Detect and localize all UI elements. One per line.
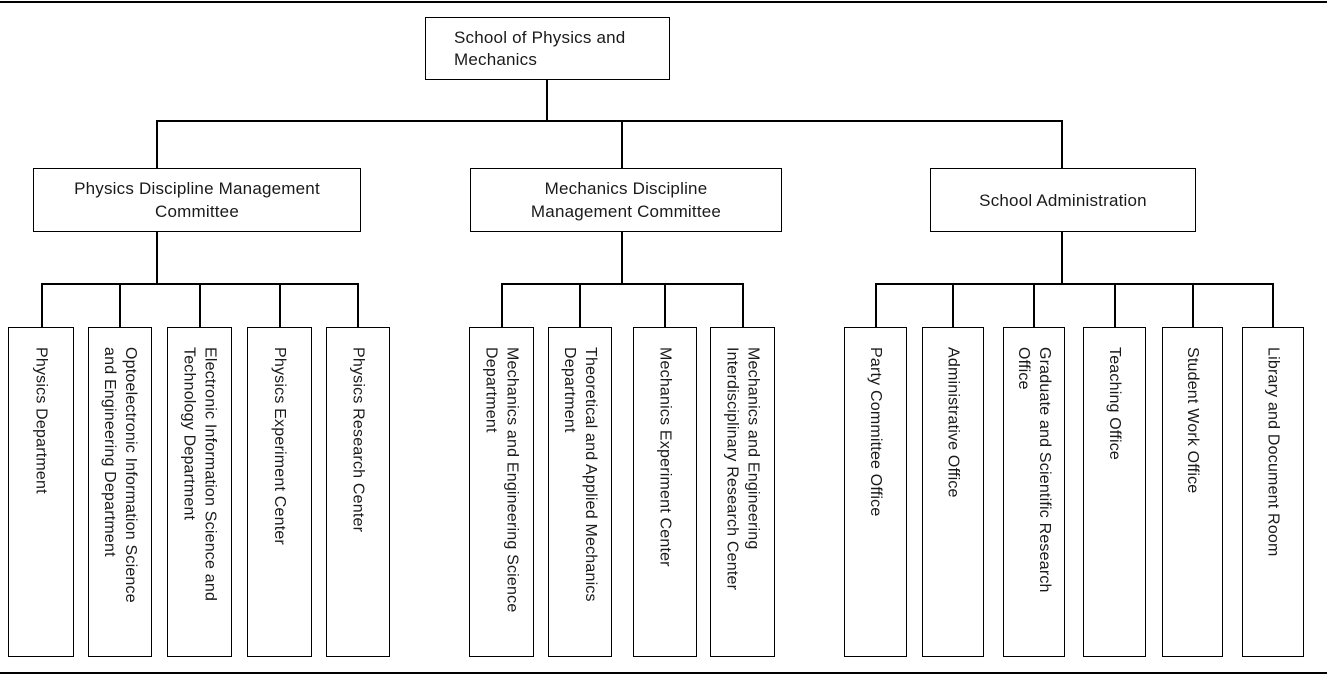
node-label: Physics Department	[32, 347, 50, 494]
page-bottom-rule	[0, 672, 1327, 674]
connector-drop-physics-dept	[41, 283, 43, 327]
node-mech-eng-science-dept: Mechanics and Engineering Science Depart…	[469, 327, 534, 657]
node-graduate-research-office: Graduate and Scientific Research Office	[1003, 327, 1065, 657]
node-root-school: School of Physics and Mechanics	[425, 17, 670, 80]
connector-drop-optoelectronic-dept	[119, 283, 121, 327]
page-top-rule	[0, 1, 1327, 3]
node-theoretical-mechanics-dept: Theoretical and Applied Mechanics Depart…	[548, 327, 612, 657]
connector-root-stem	[546, 80, 548, 121]
node-administrative-office: Administrative Office	[922, 327, 984, 657]
node-label: Mechanics and Engineering Interdisciplin…	[723, 347, 762, 591]
node-label: Teaching Office	[1106, 347, 1123, 460]
connector-physics-stem	[156, 232, 158, 283]
connector-drop-mechanics-experiment-center	[664, 283, 666, 327]
connector-drop-physics-experiment-center	[279, 283, 281, 327]
node-physics-department: Physics Department	[8, 327, 74, 657]
node-physics-committee: Physics Discipline Management Committee	[33, 168, 361, 232]
connector-drop-mechanics-committee	[621, 120, 623, 168]
node-label: Student Work Office	[1184, 347, 1201, 494]
connector-drop-administrative-office	[952, 283, 954, 327]
connector-drop-student-work-office	[1192, 283, 1194, 327]
node-label: School Administration	[979, 190, 1147, 210]
node-label: Physics Experiment Center	[271, 347, 288, 545]
node-label: Physics Discipline Management Committee	[74, 179, 320, 221]
connector-drop-school-administration	[1061, 120, 1063, 168]
node-label: Physics Research Center	[349, 347, 367, 533]
connector-drop-teaching-office	[1114, 283, 1116, 327]
connector-administration-stem	[1061, 232, 1063, 283]
connector-drop-electronic-info-dept	[199, 283, 201, 327]
node-label: Mechanics and Engineering Science Depart…	[482, 347, 521, 613]
node-mechanics-experiment-center: Mechanics Experiment Center	[633, 327, 697, 657]
node-library-document-room: Library and Document Room	[1242, 327, 1304, 657]
node-label: School of Physics and Mechanics	[454, 27, 626, 69]
connector-drop-physics-committee	[156, 120, 158, 168]
node-school-administration: School Administration	[930, 168, 1196, 232]
node-label: Mechanics Discipline Management Committe…	[530, 179, 722, 221]
node-label: Electronic Information Science and Techn…	[180, 347, 219, 602]
node-electronic-info-dept: Electronic Information Science and Techn…	[167, 327, 232, 657]
node-label: Party Committee Office	[867, 347, 884, 517]
connector-drop-graduate-research-office	[1033, 283, 1035, 327]
node-physics-experiment-center: Physics Experiment Center	[247, 327, 312, 657]
node-mechanics-committee: Mechanics Discipline Management Committe…	[470, 168, 782, 232]
node-label: Theoretical and Applied Mechanics Depart…	[561, 347, 599, 602]
connector-mechanics-rail	[501, 283, 742, 285]
connector-drop-library-document-room	[1272, 283, 1274, 327]
connector-drop-party-committee-office	[875, 283, 877, 327]
node-label: Library and Document Room	[1264, 347, 1282, 557]
node-label: Mechanics Experiment Center	[656, 347, 674, 567]
node-student-work-office: Student Work Office	[1162, 327, 1223, 657]
node-label: Graduate and Scientific Research Office	[1015, 347, 1053, 593]
node-teaching-office: Teaching Office	[1083, 327, 1146, 657]
node-label: Administrative Office	[944, 347, 962, 498]
connector-administration-rail	[875, 283, 1273, 285]
connector-drop-mech-interdisciplinary-center	[742, 283, 744, 327]
connector-drop-mech-eng-science-dept	[501, 283, 503, 327]
node-optoelectronic-dept: Optoelectronic Information Science and E…	[88, 327, 152, 657]
node-label: Optoelectronic Information Science and E…	[101, 347, 139, 603]
connector-mechanics-stem	[621, 232, 623, 283]
node-physics-research-center: Physics Research Center	[326, 327, 390, 657]
connector-drop-physics-research-center	[357, 283, 359, 327]
node-party-committee-office: Party Committee Office	[844, 327, 907, 657]
connector-level1-rail	[156, 120, 1062, 122]
node-mech-interdisciplinary-center: Mechanics and Engineering Interdisciplin…	[710, 327, 775, 657]
connector-drop-theoretical-mechanics-dept	[579, 283, 581, 327]
